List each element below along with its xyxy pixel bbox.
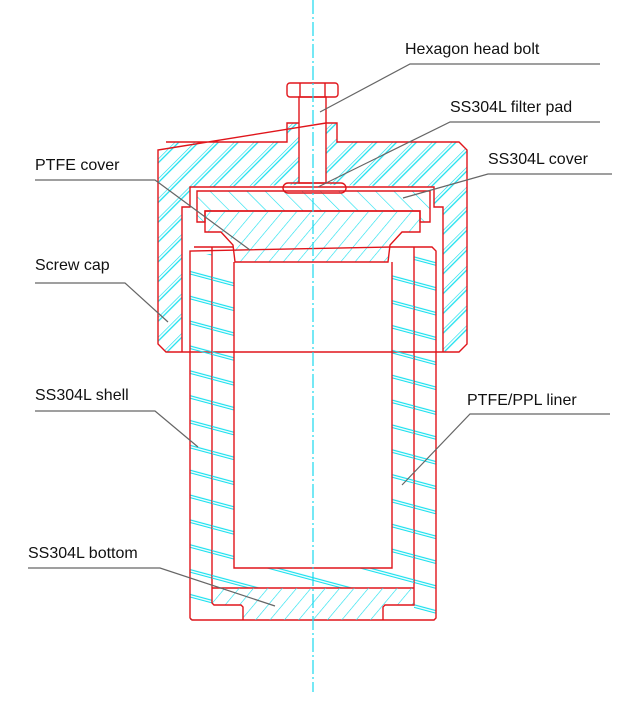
label-ss-cover: SS304L cover (488, 151, 588, 168)
label-screw-cap: Screw cap (35, 257, 110, 274)
label-bottom: SS304L bottom (28, 545, 138, 562)
label-ptfe-cover: PTFE cover (35, 157, 120, 174)
label-shell: SS304L shell (35, 387, 129, 404)
label-filter-pad: SS304L filter pad (450, 99, 573, 116)
label-liner: PTFE/PPL liner (467, 392, 577, 409)
leader-lines (28, 63, 612, 607)
screw-cap (157, 122, 468, 353)
label-bolt: Hexagon head bolt (405, 41, 540, 58)
